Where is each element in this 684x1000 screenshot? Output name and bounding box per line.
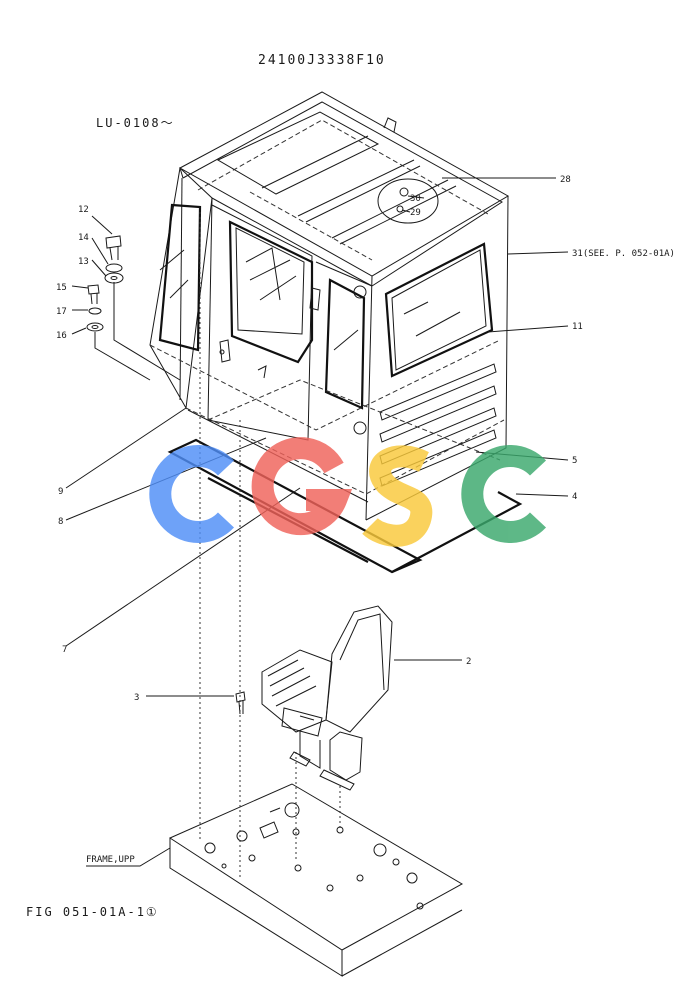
callout-9: 9 [58, 487, 63, 497]
callout-2: 2 [466, 657, 471, 667]
louver-2 [379, 385, 497, 443]
callout-8: 8 [58, 517, 63, 527]
watermark-letter-g [251, 437, 353, 536]
fastener-stack [86, 235, 181, 381]
roof-dome [377, 178, 439, 224]
callout-3: 3 [134, 693, 139, 703]
louver-1 [379, 363, 497, 421]
left-side-window [158, 203, 202, 352]
seat-lever [281, 707, 323, 737]
seat-base [329, 731, 363, 781]
bolt-29 [396, 205, 404, 213]
callout-13: 13 [78, 257, 89, 267]
washer-14 [105, 263, 123, 273]
callout-7: 7 [62, 645, 67, 655]
roof-hatch [216, 111, 380, 195]
watermark-letter-c2 [461, 445, 547, 543]
callout-31: 31(SEE. P. 052-01A) [572, 249, 675, 259]
front-window [324, 278, 366, 410]
right-side-window [384, 242, 494, 378]
seat-backrest [325, 605, 393, 733]
operator-seat [261, 605, 393, 791]
callout-15: 15 [56, 283, 67, 293]
nut-16 [86, 322, 104, 332]
callout-30: 30 [410, 194, 421, 204]
bolt-15 [87, 284, 100, 295]
cab-assembly [149, 91, 523, 574]
callout-17: 17 [56, 307, 67, 317]
door-handle [219, 339, 231, 363]
door-window [228, 220, 314, 364]
callout-5: 5 [572, 456, 577, 466]
floor-seal-left [167, 438, 423, 574]
bolt-30 [399, 187, 409, 197]
part-number: 24100J3338F10 [258, 53, 386, 68]
washer-17 [88, 307, 102, 315]
callout-28: 28 [560, 175, 571, 185]
cgsc-watermark-logo [149, 437, 547, 547]
washer-13 [104, 272, 124, 284]
cab-roof [178, 91, 510, 277]
serial-range: LU-0108〜 [96, 116, 175, 130]
figure-id: FIG 051-01A-1① [26, 905, 159, 919]
frame-label: FRAME,UPP [86, 855, 135, 865]
callout-4: 4 [572, 492, 577, 502]
floor-seal-right [391, 491, 523, 573]
cab-door [207, 204, 313, 441]
bolt-12 [105, 235, 122, 249]
callout-11: 11 [572, 322, 583, 332]
callout-12: 12 [78, 205, 89, 215]
watermark-letter-c [149, 445, 235, 543]
callout-14: 14 [78, 233, 89, 243]
watermark-letter-s [362, 445, 433, 547]
callout-29: 29 [410, 208, 421, 218]
mirror [353, 285, 367, 299]
upper-frame [168, 783, 464, 977]
frame-top-face [168, 783, 464, 951]
seat-cushion [261, 649, 333, 733]
callout-16: 16 [56, 331, 67, 341]
light [353, 421, 367, 435]
